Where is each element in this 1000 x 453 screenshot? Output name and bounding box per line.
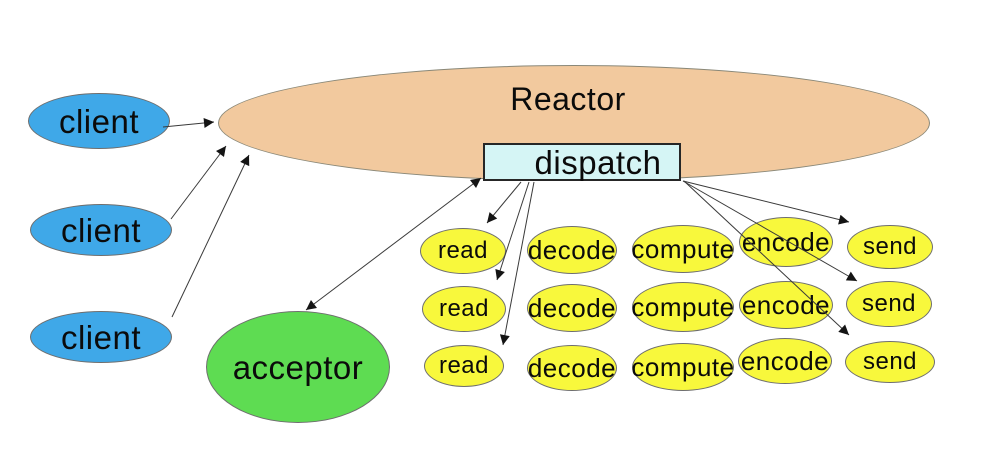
compute-3-label: compute xyxy=(631,352,735,382)
client-1-node: client xyxy=(28,93,170,149)
edge-client-2-to-reactor xyxy=(170,145,227,220)
client-2-node: client xyxy=(30,204,172,256)
read-3-label: read xyxy=(438,352,490,379)
read-1-label: read xyxy=(437,237,489,264)
encode-1-node: encode xyxy=(739,217,833,267)
decode-1-label: decode xyxy=(527,235,617,265)
encode-1-label: encode xyxy=(741,227,831,257)
dispatch-label: dispatch xyxy=(534,143,662,181)
edge-dispatch-to-send-1 xyxy=(682,180,850,225)
decode-3-label: decode xyxy=(527,353,617,383)
client-3-label: client xyxy=(60,318,142,356)
reactor-label: Reactor xyxy=(510,81,626,117)
acceptor-node: acceptor xyxy=(206,311,390,423)
read-2-label: read xyxy=(438,295,490,322)
compute-3-node: compute xyxy=(631,343,735,391)
send-3-node: send xyxy=(845,341,935,383)
compute-2-label: compute xyxy=(631,292,735,322)
edge-dispatch-to-read-2 xyxy=(495,181,530,281)
dispatch-node: dispatch xyxy=(483,143,681,181)
client-3-node: client xyxy=(30,311,172,363)
edge-client-3-to-reactor xyxy=(171,154,250,318)
read-1-node: read xyxy=(420,228,506,274)
encode-2-node: encode xyxy=(739,281,833,329)
send-2-label: send xyxy=(861,290,917,317)
compute-1-node: compute xyxy=(631,225,735,273)
send-2-node: send xyxy=(846,281,932,327)
send-3-label: send xyxy=(862,348,918,375)
edge-client-1-to-reactor xyxy=(162,117,215,128)
acceptor-label: acceptor xyxy=(232,348,364,386)
decode-2-label: decode xyxy=(527,293,617,323)
send-1-node: send xyxy=(847,225,933,269)
client-1-label: client xyxy=(58,102,140,140)
edge-dispatch-to-read-1 xyxy=(486,181,522,224)
send-1-label: send xyxy=(862,233,918,260)
read-3-node: read xyxy=(424,345,504,387)
decode-3-node: decode xyxy=(527,345,617,391)
encode-2-label: encode xyxy=(741,290,831,320)
compute-2-node: compute xyxy=(631,282,735,332)
client-2-label: client xyxy=(60,211,142,249)
decode-1-node: decode xyxy=(527,226,617,274)
encode-3-node: encode xyxy=(738,338,832,384)
read-2-node: read xyxy=(422,286,506,332)
compute-1-label: compute xyxy=(631,234,735,264)
decode-2-node: decode xyxy=(527,284,617,332)
encode-3-label: encode xyxy=(740,346,830,376)
